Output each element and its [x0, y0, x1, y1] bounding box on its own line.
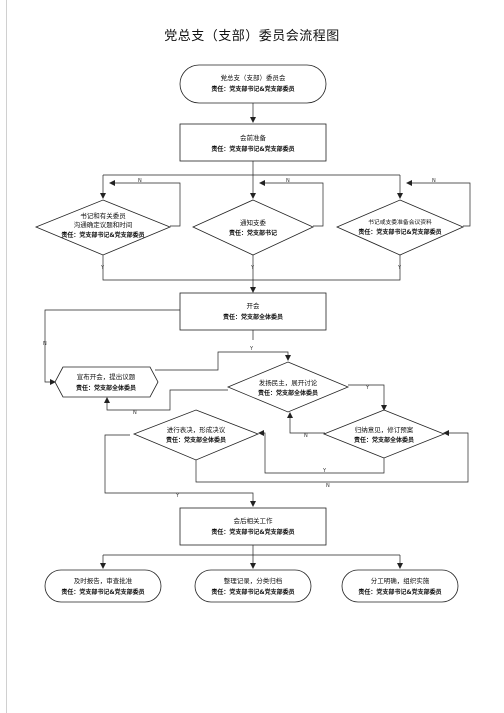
node-meeting-owner: 责任：党支部全体委员 [223, 313, 283, 321]
node-prepare-title: 书记或支委准备会议资料 [368, 218, 432, 226]
node-prep-owner: 责任：党支部书记&党支部委员 [211, 145, 294, 153]
edge-discuss-yes [348, 384, 387, 411]
node-announce: 宣布开会，提出议题 责任：党支部全体委员 [54, 366, 159, 398]
node-announce-title: 宣布开会，提出议题 [77, 372, 136, 381]
node-notify-owner: 责任：党支部书记 [229, 229, 277, 237]
edge-vote-after [175, 492, 256, 507]
node-vote: 进行表决，形成决议 责任：党支部全体委员 [132, 409, 260, 461]
label-no-2: N [286, 178, 290, 184]
node-record: 整理记录，分类归档 责任：党支部书记&党支部委员 [194, 569, 312, 603]
node-notify-title: 通知支委 [240, 218, 267, 227]
node-decision-prepare: 书记或支委准备会议资料 责任：党支部书记&党支部委员 [336, 199, 464, 256]
node-vote-title: 进行表决，形成决议 [167, 425, 226, 434]
edge-discuss-no [104, 389, 228, 411]
label-yes-vote: Y [175, 493, 180, 499]
label-no-discuss: N [133, 410, 137, 416]
node-assign-title: 分工明确，组织实施 [371, 576, 430, 585]
page-title: 党总支（支部）委员会流程图 [164, 29, 340, 44]
node-report-owner: 责任：党支部书记&党支部委员 [61, 588, 144, 596]
node-report: 及时报告，审查批准 责任：党支部书记&党支部委员 [44, 569, 162, 603]
edge-no-secretary [109, 180, 181, 227]
label-no-revise: N [304, 433, 308, 439]
node-secretary-line2: 沟通确定议题和时间 [74, 220, 133, 229]
node-start-owner: 责任：党支部书记&党支部委员 [211, 85, 294, 93]
edge-yes-merge [102, 255, 401, 281]
node-after-owner: 责任：党支部书记&党支部委员 [211, 528, 294, 536]
node-vote-owner: 责任：党支部全体委员 [166, 436, 226, 444]
node-after: 会后相关工作 责任：党支部书记&党支部委员 [179, 507, 327, 546]
label-yes-3: Y [397, 265, 402, 271]
node-record-owner: 责任：党支部书记&党支部委员 [211, 588, 294, 596]
node-prep-title: 会前准备 [240, 133, 267, 142]
node-assign: 分工明确，组织实施 责任：党支部书记&党支部委员 [341, 569, 459, 603]
node-after-title: 会后相关工作 [234, 516, 274, 525]
label-no-meeting: N [43, 341, 47, 347]
node-prepare-owner: 责任：党支部书记&党支部委员 [358, 228, 441, 236]
node-secretary-line1: 书记和有关委员 [80, 211, 126, 220]
node-discuss: 发扬民主，展开讨论 责任：党支部全体委员 [226, 361, 350, 413]
node-revise-title: 归纳意见，修订预案 [355, 425, 414, 434]
label-no-vote: N [326, 483, 330, 489]
node-meeting-title: 开会 [247, 301, 261, 310]
node-prep: 会前准备 责任：党支部书记&党支部委员 [179, 123, 327, 162]
node-discuss-owner: 责任：党支部全体委员 [258, 389, 318, 397]
edge-no-notify [259, 180, 324, 227]
label-no-1: N [138, 178, 142, 184]
node-secretary-owner: 责任：党支部书记&党支部委员 [61, 231, 144, 239]
node-record-title: 整理记录，分类归档 [224, 576, 283, 585]
node-discuss-title: 发扬民主，展开讨论 [259, 378, 318, 387]
edge-no-prepare [406, 180, 471, 227]
node-assign-owner: 责任：党支部书记&党支部委员 [358, 588, 441, 596]
label-yes-1: Y [100, 265, 105, 271]
node-decision-notify: 通知支委 责任：党支部书记 [192, 199, 314, 256]
edge-no-meeting [44, 309, 180, 385]
node-decision-secretary: 书记和有关委员 沟通确定议题和时间 责任：党支部书记&党支部委员 [34, 199, 172, 256]
label-yes-announce: Y [249, 346, 254, 352]
node-start-title: 党总支（支部）委员会 [221, 73, 287, 82]
edge-announce-discuss [155, 351, 291, 371]
page-border [6, 0, 7, 713]
edge-vote-y-path [104, 434, 175, 494]
node-meeting: 开会 责任：党支部全体委员 [179, 292, 327, 331]
node-revise: 归纳意见，修订预案 责任：党支部全体委员 [322, 409, 446, 459]
label-no-3: N [432, 178, 436, 184]
node-revise-owner: 责任：党支部全体委员 [354, 436, 414, 444]
label-yes-2: Y [250, 265, 255, 271]
label-yes-revise: Y [322, 468, 327, 474]
node-report-title: 及时报告，审查批准 [74, 576, 133, 585]
edge-vote-no [195, 430, 469, 483]
edge-revise-no [287, 412, 325, 434]
edge-revise-yes [258, 430, 385, 474]
node-start: 党总支（支部）委员会 责任：党支部书记&党支部委员 [179, 64, 327, 104]
label-yes-discuss: Y [365, 385, 370, 391]
node-announce-owner: 责任：党支部全体委员 [76, 384, 136, 392]
